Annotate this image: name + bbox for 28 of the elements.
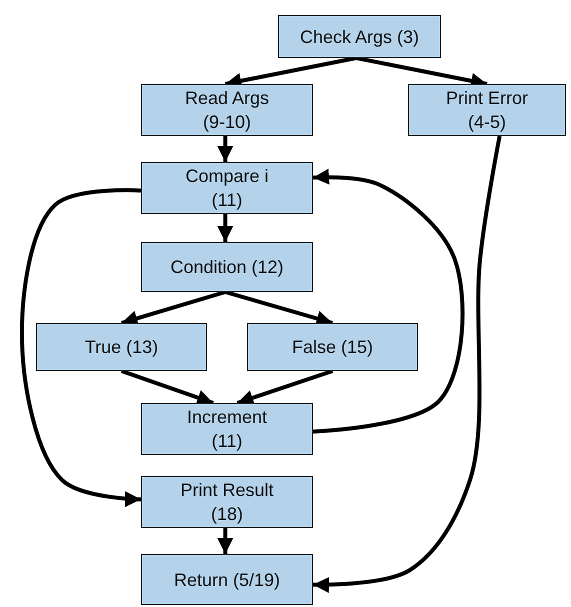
arrow [217,136,234,162]
process-box [408,84,566,136]
box-label: Increment (11) [186,406,268,453]
arrow [217,214,234,242]
process-box [141,554,313,605]
box-label: Print Result (18) [179,479,275,526]
arrow [236,369,334,406]
process-box [247,323,418,371]
arrow [217,528,234,554]
box-label: Print Error (4-5) [444,87,529,134]
process-box [141,476,313,528]
box-label: Condition (12) [170,256,284,279]
arrow [312,136,502,593]
box-label: Compare i (11) [184,165,270,212]
arrow [120,369,214,406]
process-box [278,15,441,58]
box-label: Return (5/19) [174,568,280,592]
process-box [141,84,313,136]
box-label: Read Args (9-10) [184,87,270,134]
arrow [312,168,464,434]
process-box [36,323,207,371]
process-box [141,403,313,455]
process-box [141,242,313,292]
process-box [141,162,313,214]
box-label: Check Args (3) [300,26,420,48]
arrow [20,188,142,508]
box-label: False (15) [292,336,374,359]
box-label: True (13) [84,336,158,359]
